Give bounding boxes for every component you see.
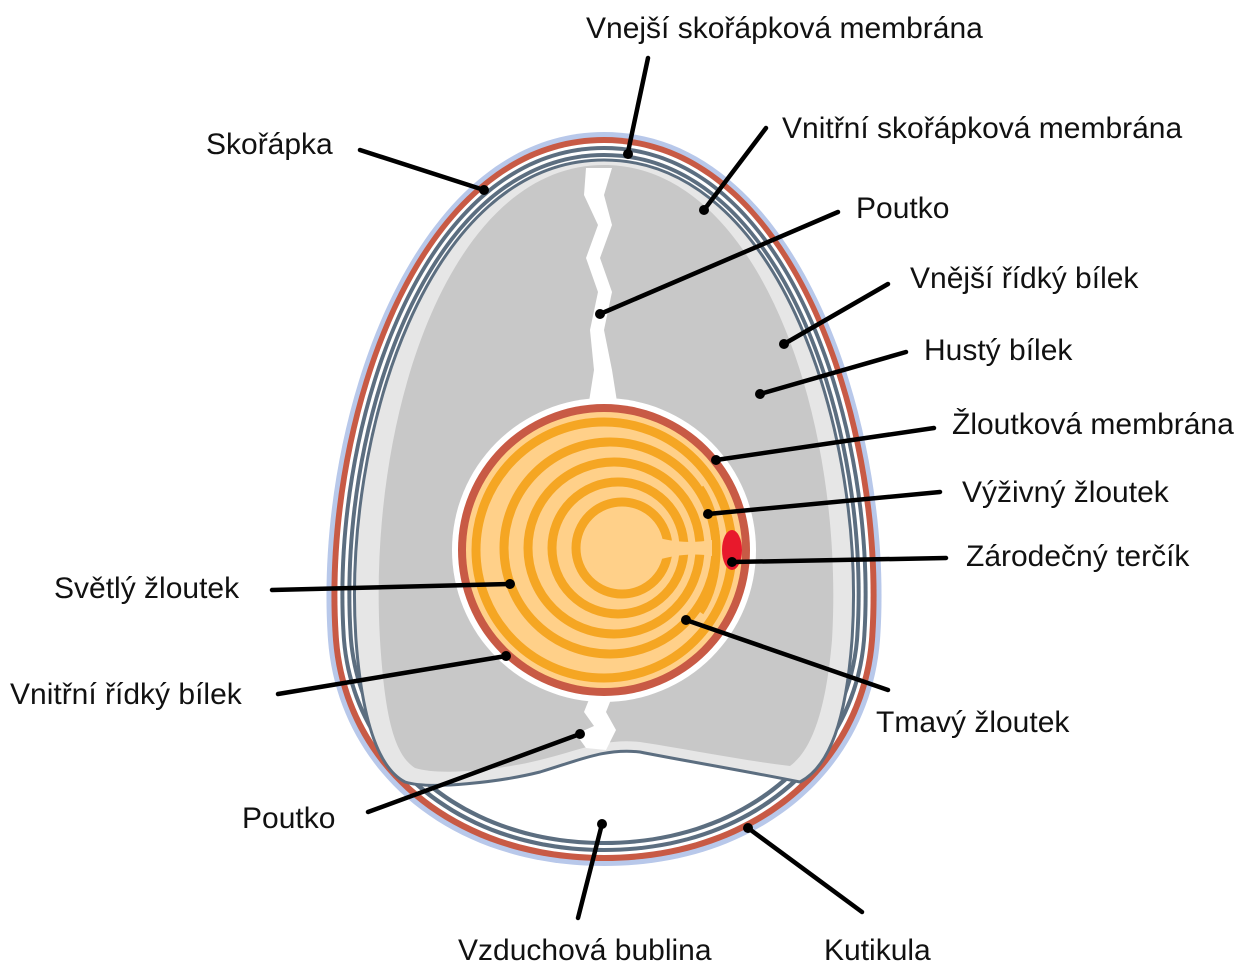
label-dark-yolk: Tmavý žloutek (876, 706, 1070, 739)
label-germinal-disc: Zárodečný terčík (966, 540, 1190, 573)
label-shell: Skořápka (206, 128, 333, 161)
label-inner-shell-membrane: Vnitřní skořápková membrána (782, 112, 1182, 145)
label-vitelline-membrane: Žloutková membrána (952, 408, 1234, 441)
label-nutritive-yolk: Výživný žloutek (962, 476, 1170, 509)
label-light-yolk: Světlý žloutek (54, 572, 240, 605)
label-chalaza-top: Poutko (856, 192, 949, 225)
label-outer-thin-albumen: Vnější řídký bílek (910, 262, 1139, 295)
label-thick-albumen: Hustý bílek (924, 334, 1073, 367)
leader-shell (360, 150, 484, 190)
label-cuticle: Kutikula (824, 934, 931, 967)
label-outer-shell-membrane: Vnejší skořápková membrána (586, 12, 983, 45)
label-air-cell: Vzduchová bublina (458, 934, 712, 967)
label-inner-thin-albumen: Vnitřní řídký bílek (10, 678, 243, 711)
leader-cuticle (748, 828, 862, 912)
label-chalaza-bottom: Poutko (242, 802, 335, 835)
